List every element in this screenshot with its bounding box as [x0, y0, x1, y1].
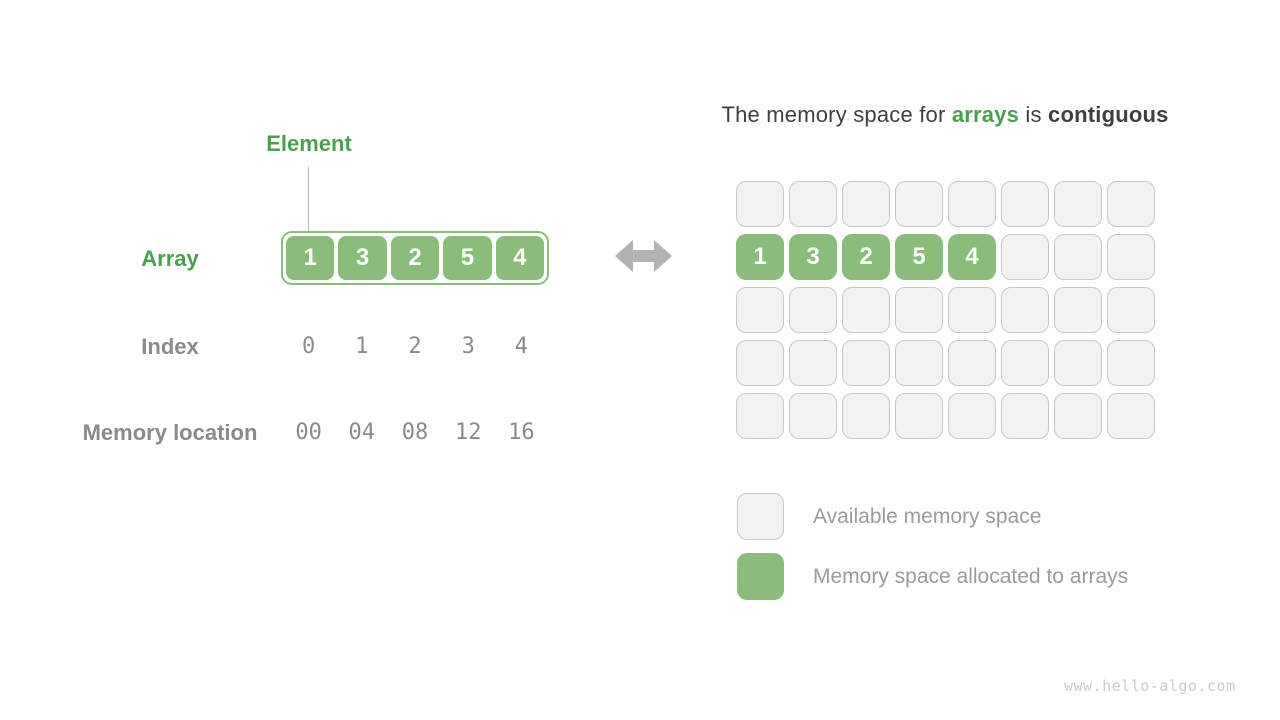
available-memory-swatch [737, 493, 784, 540]
memory-cell-available [1054, 287, 1102, 333]
memory-cell-available [1054, 340, 1102, 386]
memory-cell-allocated: 3 [789, 234, 837, 280]
memory-cell-available [1107, 393, 1155, 439]
memory-location-value: 08 [401, 420, 429, 445]
array-label: Array [141, 246, 199, 271]
memory-cell-available [1054, 181, 1102, 227]
memory-cell-available [842, 181, 890, 227]
memory-cell-available [895, 287, 943, 333]
index-value: 3 [461, 334, 475, 359]
double-arrow-shape [615, 240, 672, 272]
memory-cell-allocated: 2 [842, 234, 890, 280]
legend-item-available: Available memory space [737, 493, 1128, 540]
memory-location-value: 12 [454, 420, 482, 445]
memory-cell-allocated: 5 [895, 234, 943, 280]
element-label: Element [266, 131, 352, 156]
memory-cell-available [895, 181, 943, 227]
memory-cell-available [736, 287, 784, 333]
memory-cell-available [842, 393, 890, 439]
memory-cell-available [895, 340, 943, 386]
memory-cell-available [789, 181, 837, 227]
memory-cell-available [1001, 181, 1049, 227]
double-arrow-icon [615, 239, 672, 273]
array-cell: 1 [286, 236, 335, 280]
memory-cell-available [1001, 234, 1049, 280]
memory-cell-available [789, 393, 837, 439]
caption-prefix: The memory space for [721, 102, 952, 127]
memory-cell-available [1107, 181, 1155, 227]
allocated-memory-swatch [737, 553, 784, 600]
index-value: 4 [514, 334, 529, 359]
index-values: 0 1 2 3 4 [281, 334, 549, 359]
memory-cell-available [842, 340, 890, 386]
memory-cell-available [736, 393, 784, 439]
memory-cell-available [895, 393, 943, 439]
index-value: 2 [408, 334, 422, 359]
legend-label-allocated: Memory space allocated to arrays [813, 564, 1129, 588]
memory-cell-available [736, 181, 784, 227]
caption-highlight-arrays: arrays [951, 102, 1020, 127]
memory-cell-available [1001, 340, 1049, 386]
legend-label-available: Available memory space [813, 504, 1042, 528]
index-label: Index [141, 334, 199, 359]
memory-cell-available [948, 340, 996, 386]
memory-cell-available [1054, 234, 1102, 280]
memory-location-value: 16 [508, 420, 535, 445]
memory-cell-available [948, 287, 996, 333]
memory-cell-available [1001, 287, 1049, 333]
memory-location-label: Memory location [82, 420, 258, 445]
memory-location-value: 00 [295, 420, 322, 445]
legend-item-allocated: Memory space allocated to arrays [737, 553, 1128, 600]
memory-cell-available [789, 287, 837, 333]
caption-emphasis-contiguous: contiguous [1048, 102, 1169, 127]
memory-cell-available [789, 340, 837, 386]
memory-cell-available [948, 393, 996, 439]
memory-cell-available [1107, 340, 1155, 386]
memory-location-values: 00 04 08 12 16 [281, 420, 549, 445]
memory-cell-available [736, 340, 784, 386]
index-value: 1 [355, 334, 369, 359]
memory-cell-available [1001, 393, 1049, 439]
element-pointer-line [308, 167, 309, 231]
memory-cell-allocated: 1 [736, 234, 784, 280]
memory-cell-available [1054, 393, 1102, 439]
array-cell: 4 [495, 236, 545, 280]
caption: The memory space for arrays is contiguou… [660, 101, 1230, 128]
array-cell: 2 [390, 236, 440, 280]
index-value: 0 [301, 334, 316, 359]
caption-middle: is [1019, 102, 1049, 127]
memory-cell-available [1107, 287, 1155, 333]
memory-cell-available [948, 181, 996, 227]
memory-cell-available [842, 287, 890, 333]
memory-location-value: 04 [348, 420, 376, 445]
legend: Available memory space Memory space allo… [737, 493, 1128, 613]
array-cell: 3 [338, 236, 387, 280]
memory-cell-allocated: 4 [948, 234, 996, 280]
array-cell: 5 [443, 236, 492, 280]
watermark: www.hello-algo.com [1064, 677, 1236, 695]
memory-cell-available [1107, 234, 1155, 280]
